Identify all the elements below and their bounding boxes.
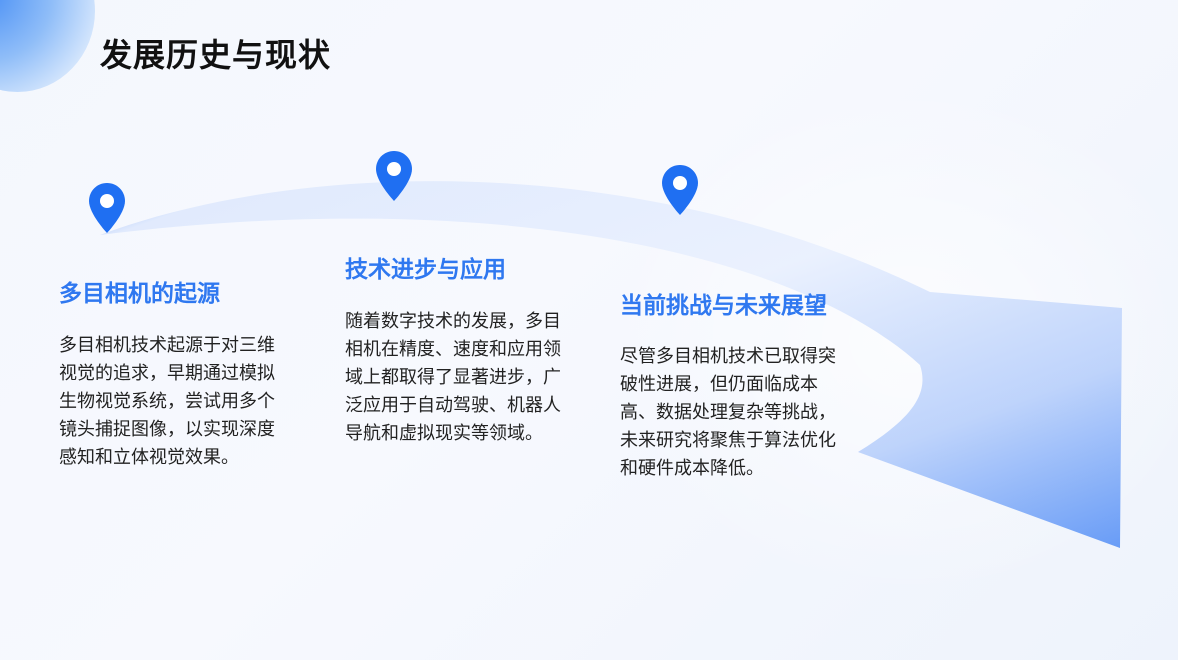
section-body-progress: 随着数字技术的发展，多目相机在精度、速度和应用领域上都取得了显著进步，广泛应用于…	[345, 311, 561, 444]
page-title: 发展历史与现状	[100, 36, 332, 74]
section-body-origin: 多目相机技术起源于对三维视觉的追求，早期通过模拟生物视觉系统，尝试用多个镜头捕捉…	[59, 335, 275, 468]
timeline-arrow-shape	[100, 181, 1122, 548]
section-title-origin: 多目相机的起源	[59, 281, 220, 307]
section-title-progress: 技术进步与应用	[345, 257, 506, 283]
map-pin-icon	[662, 165, 698, 215]
section-body-outlook: 尽管多目相机技术已取得突破性进展，但仍面临成本高、数据处理复杂等挑战，未来研究将…	[620, 346, 836, 479]
section-title-outlook: 当前挑战与未来展望	[620, 293, 827, 319]
map-pin-icon	[376, 151, 412, 201]
map-pin-icon	[89, 183, 125, 233]
